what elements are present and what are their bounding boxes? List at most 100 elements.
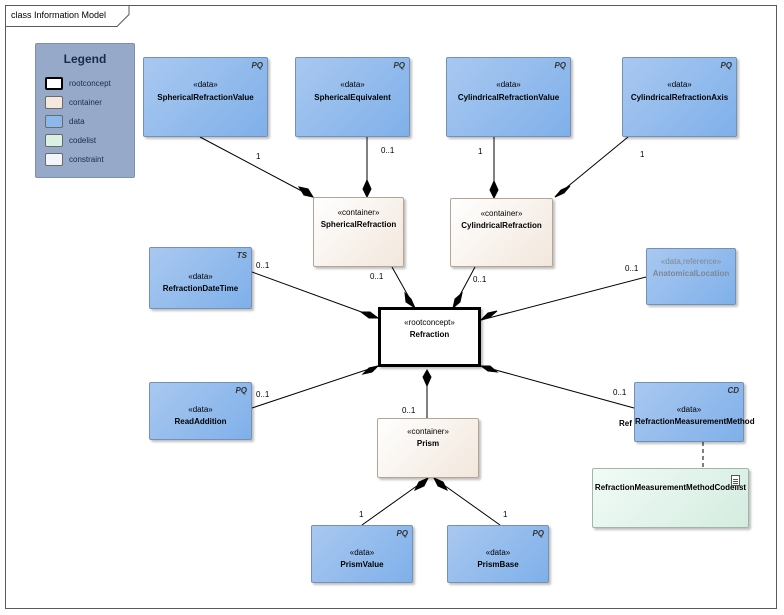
mult-cr-root: 0..1 [473, 275, 487, 284]
mult-rdt: 0..1 [256, 261, 270, 270]
diamond-sr-srv [297, 186, 315, 198]
node-stereotype: «container» [337, 208, 380, 217]
node-refraction-date-time[interactable]: TS «data» RefractionDateTime [149, 247, 252, 309]
node-name: CylindricalRefractionValue [457, 93, 560, 102]
node-prism[interactable]: «container» Prism [377, 418, 479, 478]
node-name: ReadAddition [174, 417, 227, 426]
frame-tab-shape [5, 5, 130, 27]
node-spherical-refraction[interactable]: «container» SphericalRefraction [313, 197, 404, 267]
mult-se: 0..1 [381, 146, 395, 155]
node-stereotype: «data,reference» [660, 257, 722, 266]
diamond-root-ra [361, 365, 380, 375]
legend-label-container: container [69, 98, 102, 107]
edge-rmm-root [480, 365, 635, 409]
legend-item-data: data [45, 115, 133, 129]
node-stereotype: «data» [485, 548, 511, 557]
mult-al: 0..1 [625, 264, 639, 273]
node-stereotype: «data» [349, 548, 375, 557]
mult-sr-root: 0..1 [370, 272, 384, 281]
legend-label-codelist: codelist [69, 136, 97, 145]
diamond-root-prism [422, 368, 432, 388]
node-stereotype: «container» [407, 427, 449, 436]
legend-label-rootconcept: rootconcept [69, 79, 111, 88]
diamond-sr-se [362, 178, 372, 199]
node-tag: PQ [251, 61, 263, 70]
legend-item-rootconcept: rootconcept [45, 77, 133, 91]
node-read-addition[interactable]: PQ «data» ReadAddition [149, 382, 252, 440]
node-prism-value[interactable]: PQ «data» PrismValue [311, 525, 413, 583]
diamond-root-al [480, 310, 498, 321]
diamond-root-rdt [359, 311, 380, 319]
node-name: CylindricalRefractionAxis [630, 93, 729, 102]
mult-cra: 1 [640, 150, 645, 159]
frame-title: class Information Model [11, 10, 107, 20]
node-cylindrical-refraction[interactable]: «container» CylindricalRefraction [450, 198, 553, 267]
legend-title: Legend [63, 52, 107, 66]
legend-swatch-container [45, 96, 63, 109]
mult-prism-root: 0..1 [402, 406, 416, 415]
node-cylindrical-refraction-value[interactable]: PQ «data» CylindricalRefractionValue [446, 57, 571, 137]
clipped-node-label: Ref [619, 419, 632, 428]
node-tag: PQ [554, 61, 566, 70]
codelist-icon [731, 475, 740, 486]
node-stereotype: «data» [193, 80, 218, 89]
edge-rdt-root [251, 271, 379, 319]
node-prism-base[interactable]: PQ «data» PrismBase [447, 525, 549, 583]
diamond-prism-pb [432, 476, 449, 492]
legend-swatch-constraint [45, 153, 63, 166]
node-name: Refraction [409, 330, 450, 339]
mult-ra: 0..1 [256, 390, 270, 399]
node-tag: PQ [396, 529, 408, 538]
diamond-root-cr [452, 291, 463, 310]
legend-item-codelist: codelist [45, 134, 133, 148]
mult-srv: 1 [256, 152, 261, 161]
mult-pb: 1 [503, 510, 508, 519]
mult-crv: 1 [478, 147, 483, 156]
node-tag: TS [236, 251, 247, 260]
node-tag: PQ [235, 386, 247, 395]
legend-swatch-codelist [45, 134, 63, 147]
node-refraction[interactable]: «rootconcept» Refraction [378, 307, 481, 367]
legend-swatch-rootconcept [45, 77, 63, 90]
node-stereotype: «container» [480, 209, 523, 218]
node-refraction-measurement-method[interactable]: CD «data» RefractionMeasurementMethod [634, 382, 755, 442]
node-name: PrismValue [340, 560, 384, 569]
edge-ra-root [251, 365, 379, 409]
node-stereotype: «data» [188, 272, 213, 281]
node-name: RefractionMeasurementMethod [635, 417, 755, 426]
node-name: SphericalEquivalent [314, 93, 391, 102]
node-name: RefractionDateTime [162, 284, 239, 293]
node-tag: PQ [393, 61, 405, 70]
diamond-root-sr [404, 291, 417, 310]
legend-item-constraint: constraint [45, 153, 133, 167]
legend-item-container: container [45, 96, 133, 110]
node-tag: CD [727, 386, 739, 395]
node-name: Prism [416, 439, 440, 448]
edge-al-root [480, 276, 647, 321]
node-name: SphericalRefraction [320, 220, 397, 229]
diamond-root-rmm [479, 365, 499, 373]
node-tag: PQ [532, 529, 544, 538]
node-spherical-refraction-value[interactable]: PQ «data» SphericalRefractionValue [143, 57, 268, 137]
node-stereotype: «data» [340, 80, 365, 89]
node-name: SphericalRefractionValue [157, 93, 254, 102]
legend-label-constraint: constraint [69, 155, 104, 164]
node-anatomical-location[interactable]: «data,reference» AnatomicalLocation [646, 248, 736, 305]
node-stereotype: «rootconcept» [404, 318, 455, 327]
edge-srv-sr [199, 136, 314, 198]
legend: Legend rootconcept container data codeli… [35, 43, 135, 178]
node-stereotype: «data» [667, 80, 692, 89]
mult-pv: 1 [359, 510, 364, 519]
node-cylindrical-refraction-axis[interactable]: PQ «data» CylindricalRefractionAxis [622, 57, 737, 137]
node-stereotype: «data» [496, 80, 521, 89]
node-stereotype: «data» [188, 405, 213, 414]
node-spherical-equivalent[interactable]: PQ «data» SphericalEquivalent [295, 57, 410, 137]
diamond-cr-cra [554, 185, 571, 198]
node-name: PrismBase [477, 560, 519, 569]
node-tag: PQ [720, 61, 732, 70]
node-refraction-measurement-method-codelist[interactable]: RefractionMeasurementMethodCodelist [592, 468, 749, 528]
node-name: AnatomicalLocation [652, 269, 730, 278]
node-name: CylindricalRefraction [461, 221, 542, 230]
diamond-cr-crv [489, 179, 499, 200]
